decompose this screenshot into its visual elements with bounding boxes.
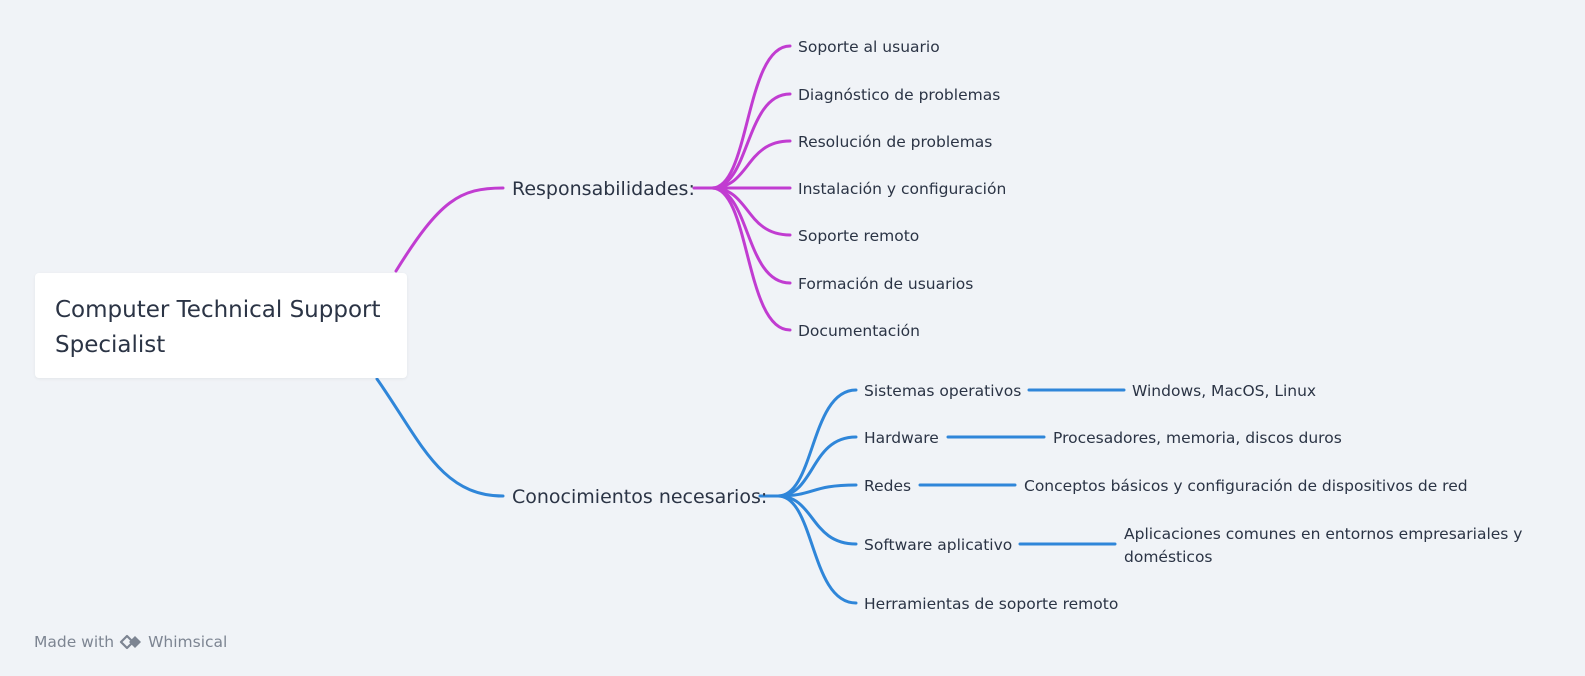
root-title-line2: Specialist [55,332,166,358]
detail-software-aplicativo[interactable]: Aplicaciones comunes en entornos empresa… [1124,525,1523,566]
leaf-soporte-remoto[interactable]: Soporte remoto [798,227,920,245]
leaf-resolucion[interactable]: Resolución de problemas [798,133,993,151]
made-with-label: Made with [34,633,115,651]
links-conocimientos [758,388,1126,605]
leaf-diagnostico[interactable]: Diagnóstico de problemas [798,86,1001,104]
links-responsabilidades [692,44,792,332]
detail-hardware[interactable]: Procesadores, memoria, discos duros [1053,429,1342,447]
made-with-footer[interactable]: Made with Whimsical [34,633,227,651]
leaf-herramientas-remoto[interactable]: Herramientas de soporte remoto [864,595,1119,613]
branch-responsabilidades[interactable]: Responsabilidades: [512,178,695,200]
leaf-hardware[interactable]: Hardware [864,429,939,447]
whimsical-brand: Whimsical [148,633,228,651]
leaf-formacion[interactable]: Formación de usuarios [798,275,974,293]
link-root-responsabilidades [394,186,505,273]
leaf-documentacion[interactable]: Documentación [798,322,920,340]
branch-conocimientos[interactable]: Conocimientos necesarios: [512,486,768,508]
leaf-software-aplicativo[interactable]: Software aplicativo [864,536,1013,554]
whimsical-logo-icon [119,634,142,650]
root-node[interactable]: Computer Technical Support Specialist [35,273,407,378]
detail-sistemas-operativos[interactable]: Windows, MacOS, Linux [1132,382,1317,400]
leaf-instalacion[interactable]: Instalación y configuración [798,180,1007,198]
leaf-redes[interactable]: Redes [864,477,912,495]
detail-redes[interactable]: Conceptos básicos y configuración de dis… [1024,477,1468,495]
root-title-line1: Computer Technical Support [55,297,381,323]
leaf-sistemas-operativos[interactable]: Sistemas operativos [864,382,1022,400]
leaf-soporte-usuario[interactable]: Soporte al usuario [798,38,940,56]
link-root-conocimientos [375,377,505,498]
